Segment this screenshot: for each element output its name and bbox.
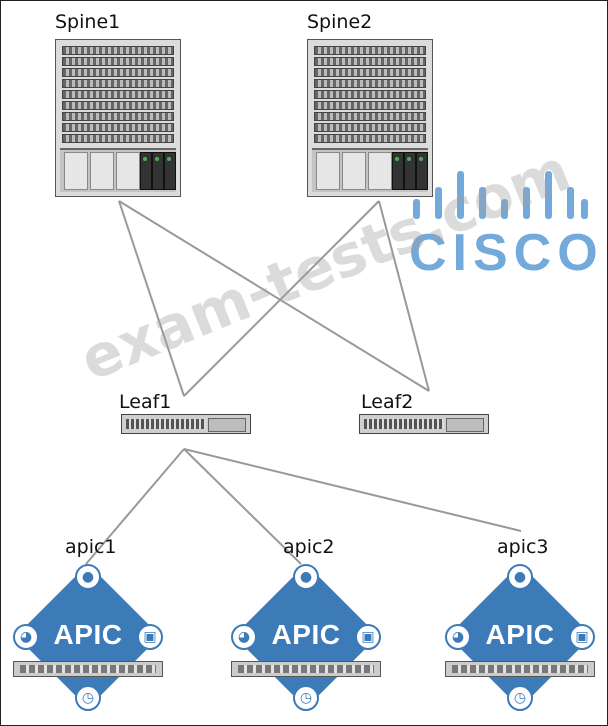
spine1-switch	[55, 39, 181, 197]
apic2-badge: APIC	[271, 619, 341, 650]
spine1-label: Spine1	[55, 11, 121, 33]
gauge-icon: ◕	[445, 624, 471, 650]
apic2-server	[231, 661, 381, 677]
apic3-server	[445, 661, 595, 677]
link-spine2-leaf2	[378, 200, 430, 392]
link-spine1-leaf2	[118, 200, 430, 392]
timer-icon: ◷	[75, 685, 101, 711]
gauge-icon: ◕	[231, 624, 257, 650]
apic3-badge: APIC	[485, 619, 555, 650]
lock-icon: ▣	[355, 624, 381, 650]
cisco-logo: CISCO	[409, 169, 598, 282]
link-leaf1-apic3	[183, 448, 522, 532]
apic3-label: apic3	[497, 536, 549, 558]
link-leaf1-apic2	[183, 448, 302, 565]
leaf1-label: Leaf1	[119, 391, 172, 413]
user-icon: ●	[75, 564, 101, 590]
link-spine2-leaf1	[183, 200, 380, 397]
apic1-badge: APIC	[53, 619, 123, 650]
lock-icon: ▣	[569, 624, 595, 650]
leaf2-label: Leaf2	[361, 391, 414, 413]
leaf1-switch	[121, 414, 251, 434]
apic2-label: apic2	[283, 536, 335, 558]
link-spine1-leaf1	[118, 200, 185, 397]
user-icon: ●	[507, 564, 533, 590]
cisco-bars-icon	[413, 171, 588, 219]
lock-icon: ▣	[137, 624, 163, 650]
gauge-icon: ◕	[13, 624, 39, 650]
spine2-label: Spine2	[307, 11, 373, 33]
spine2-switch	[307, 39, 433, 197]
user-icon: ●	[293, 564, 319, 590]
link-leaf1-apic1	[85, 448, 185, 565]
timer-icon: ◷	[293, 685, 319, 711]
timer-icon: ◷	[507, 685, 533, 711]
leaf2-switch	[359, 414, 489, 434]
apic1-label: apic1	[65, 536, 117, 558]
cisco-wordmark: CISCO	[409, 224, 604, 282]
apic1-server	[13, 661, 163, 677]
